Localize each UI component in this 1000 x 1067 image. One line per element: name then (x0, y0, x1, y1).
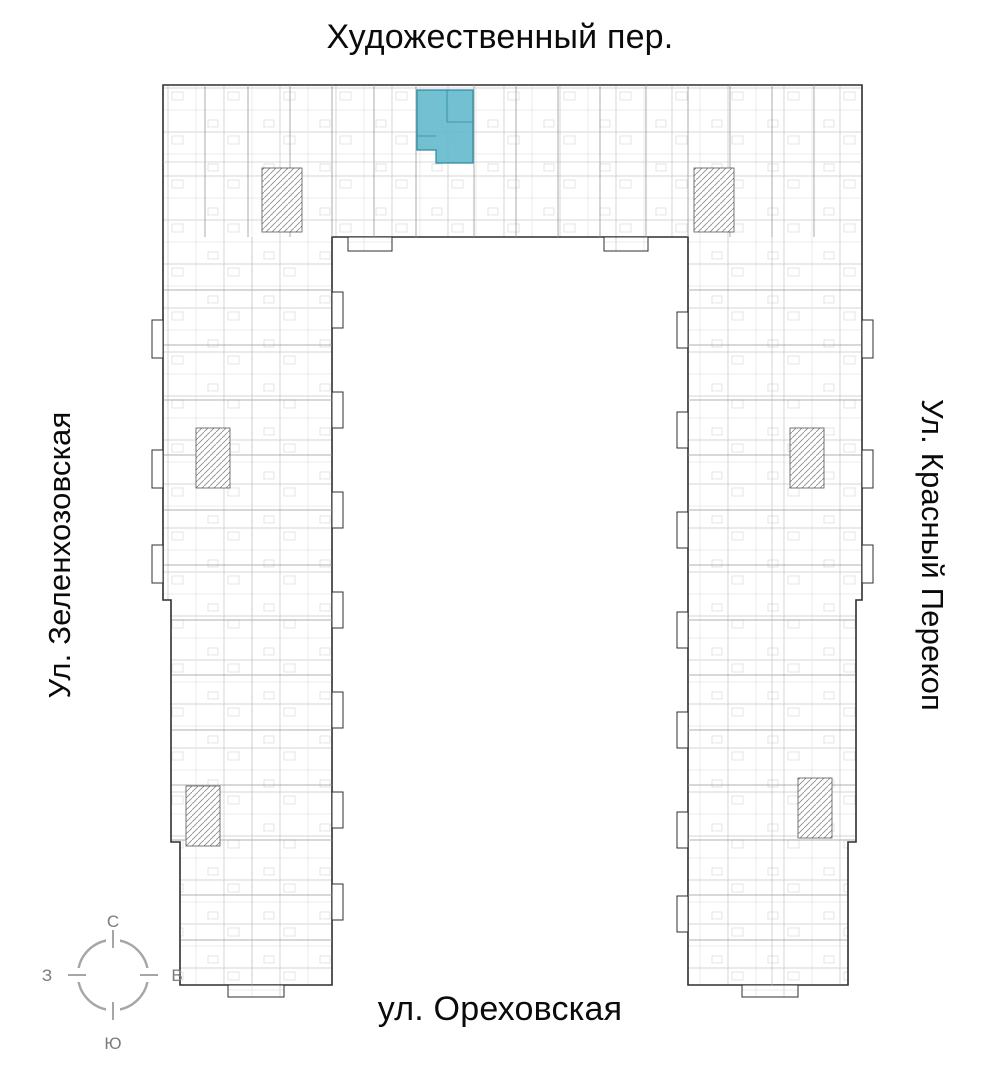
courtyard-balconies (331, 291, 689, 933)
street-label-bottom: ул. Ореховская (377, 990, 623, 1028)
outer-balconies (151, 319, 874, 584)
compass-icon: С Ю З В (42, 912, 183, 1053)
compass-north-label: С (107, 912, 119, 931)
selected-apartment[interactable] (416, 89, 474, 164)
stair-cores (185, 167, 833, 847)
wing-bottom-step (741, 984, 799, 998)
compass-west-label: З (42, 966, 52, 985)
bay-window (603, 236, 649, 252)
building (151, 84, 874, 998)
compass-east-label: В (171, 966, 182, 985)
corridor-lines (163, 161, 862, 985)
unit-walls-right-wing (688, 289, 861, 941)
street-label-top: Художественный пер. (326, 18, 674, 56)
selected-apartment-walls (417, 90, 473, 137)
bay-window (347, 236, 393, 252)
compass-south-label: Ю (104, 1034, 121, 1053)
unit-walls-topbar (204, 85, 815, 237)
selected-apartment-highlight[interactable] (416, 89, 474, 164)
wing-bottom-step (227, 984, 285, 998)
